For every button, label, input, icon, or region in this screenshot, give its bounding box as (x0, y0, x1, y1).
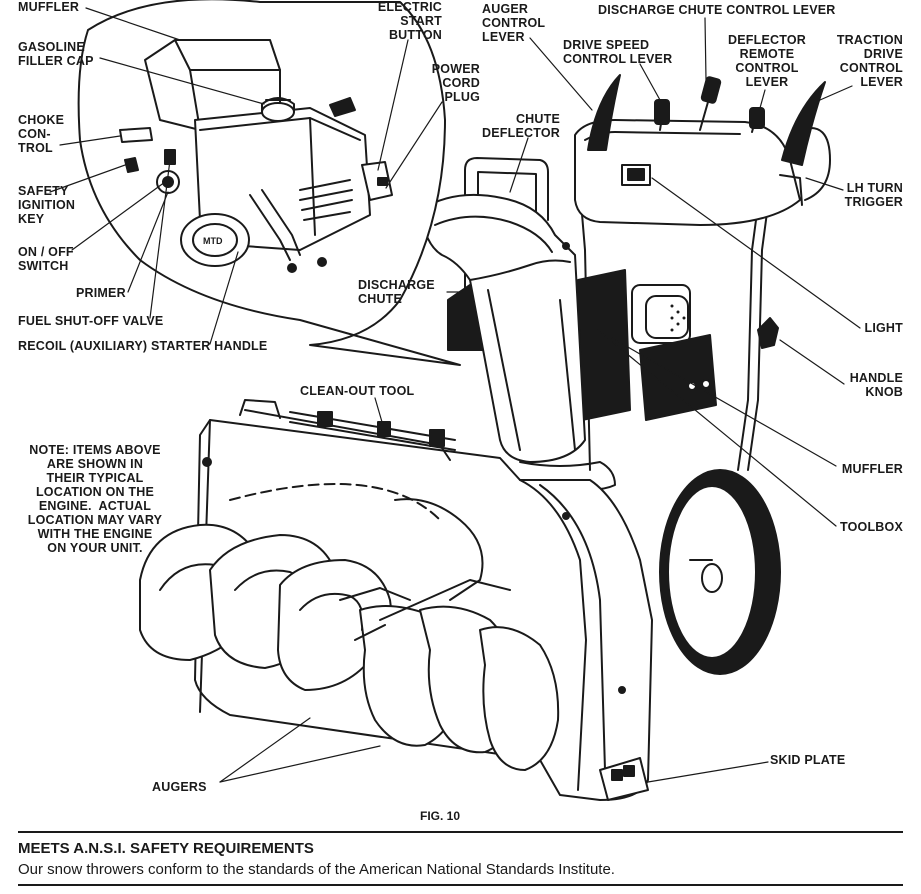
label-handle-knob: HANDLE KNOB (849, 371, 903, 399)
label-fuel-shutoff-valve: FUEL SHUT-OFF VALVE (18, 314, 164, 328)
wheel (659, 469, 781, 675)
engine-callout: MTD (77, 0, 461, 366)
label-power-cord-plug: POWER CORD PLUG (431, 62, 480, 104)
ansi-heading: MEETS A.N.S.I. SAFETY REQUIREMENTS (18, 840, 314, 857)
deflector-remote-lever (749, 107, 765, 133)
label-safety-ignition-key: SAFETY IGNITION KEY (18, 184, 76, 226)
label-augers: AUGERS (152, 780, 207, 794)
label-drive-speed-control-lever: DRIVE SPEED CONTROL LEVER (563, 38, 673, 66)
label-lh-turn-trigger: LH TURN TRIGGER (844, 181, 903, 209)
label-muffler-right: MUFFLER (841, 462, 903, 476)
label-primer: PRIMER (76, 286, 126, 300)
label-skid-plate: SKID PLATE (770, 753, 846, 767)
label-gasoline-filler-cap: GASOLINE FILLER CAP (18, 40, 94, 68)
label-deflector-remote-control-lever: DEFLECTOR REMOTE CONTROL LEVER (728, 33, 806, 89)
light (631, 284, 691, 344)
skid-plate (599, 757, 649, 801)
top-rule (18, 831, 903, 833)
label-traction-drive-control-lever: TRACTION DRIVE CONTROL LEVER (836, 33, 903, 89)
auger-control-lever (587, 74, 621, 151)
label-auger-control-lever: AUGER CONTROL LEVER (482, 2, 546, 44)
note-text: NOTE: ITEMS ABOVE ARE SHOWN IN THEIR TYP… (27, 443, 163, 555)
label-toolbox: TOOLBOX (840, 520, 903, 534)
control-panel (574, 119, 803, 226)
label-on-off-switch: ON / OFF SWITCH (18, 245, 74, 273)
label-chute-deflector: CHUTE DEFLECTOR (482, 112, 560, 140)
engine-brand-logo: MTD (203, 236, 223, 246)
chute-control-lever (699, 76, 722, 131)
bottom-rule (18, 884, 903, 886)
handle-knob (757, 317, 779, 349)
label-electric-start-button: ELECTRIC START BUTTON (377, 0, 442, 42)
ansi-statement: Our snow throwers conform to the standar… (18, 861, 615, 878)
snow-thrower-diagram: MTD (18, 0, 903, 823)
label-light: LIGHT (864, 321, 903, 335)
leader-lines (49, 7, 861, 783)
label-clean-out-tool: CLEAN-OUT TOOL (300, 384, 415, 398)
traction-drive-lever (781, 81, 826, 166)
label-recoil-starter-handle: RECOIL (AUXILIARY) STARTER HANDLE (18, 339, 268, 353)
discharge-chute (419, 193, 616, 491)
clean-out-tool (289, 411, 456, 451)
augers (139, 498, 560, 771)
label-discharge-chute: DISCHARGE CHUTE (358, 278, 435, 306)
label-choke-control: CHOKE CON- TROL (18, 113, 65, 155)
drive-speed-lever (654, 99, 670, 131)
figure-caption: FIG. 10 (420, 809, 461, 823)
label-muffler-top: MUFFLER (18, 0, 80, 14)
label-discharge-chute-control-lever: DISCHARGE CHUTE CONTROL LEVER (598, 3, 836, 17)
